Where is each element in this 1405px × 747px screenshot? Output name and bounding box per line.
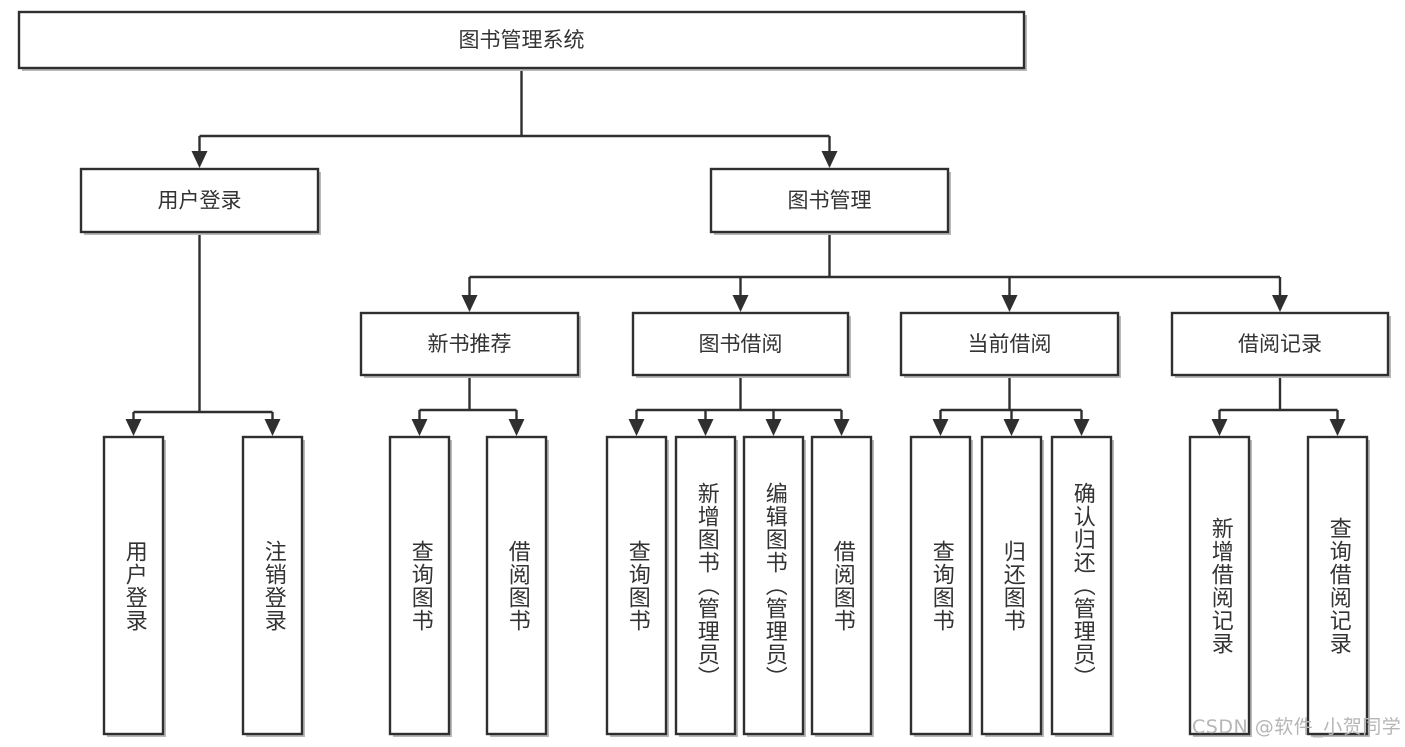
- watermark-text: CSDN @软件_小贺同学: [1192, 716, 1402, 738]
- arrow-head-icon: [1001, 295, 1018, 312]
- node-label-new-book-rec: 新书推荐: [428, 332, 512, 356]
- arrow-head-icon: [411, 419, 428, 436]
- node-box-leaf-query-book-current[interactable]: [909, 435, 972, 736]
- node-box-leaf-query-book-rec[interactable]: [388, 435, 451, 736]
- arrow-head-icon: [1272, 295, 1288, 312]
- node-box-leaf-edit-book[interactable]: [742, 435, 805, 736]
- arrow-head-icon: [765, 419, 782, 436]
- arrow-head-icon: [628, 419, 645, 436]
- node-box-root[interactable]: [17, 10, 1026, 70]
- arrow-head-icon: [125, 419, 142, 436]
- node-label-root: 图书管理系统: [459, 28, 585, 52]
- node-box-leaf-confirm-return[interactable]: [1050, 435, 1113, 736]
- node-box-book-manage[interactable]: [709, 167, 950, 234]
- arrow-head-icon: [932, 419, 949, 436]
- arrow-head-icon: [191, 151, 208, 168]
- arrow-head-icon: [264, 419, 281, 436]
- arrow-head-icon: [821, 151, 838, 168]
- node-box-book-borrow[interactable]: [631, 311, 850, 377]
- node-box-leaf-borrow-book[interactable]: [810, 435, 873, 736]
- arrow-head-icon: [732, 295, 749, 312]
- node-box-leaf-user-login[interactable]: [102, 435, 165, 736]
- arrow-head-icon: [697, 419, 714, 436]
- arrow-head-icon: [508, 419, 525, 436]
- node-box-user-login[interactable]: [79, 167, 320, 234]
- node-label-current-borrow: 当前借阅: [968, 332, 1052, 356]
- node-box-current-borrow[interactable]: [899, 311, 1120, 377]
- node-box-leaf-query-record[interactable]: [1306, 435, 1369, 736]
- arrow-head-icon: [1003, 419, 1020, 436]
- arrow-head-icon: [833, 419, 850, 436]
- node-box-leaf-logout[interactable]: [241, 435, 304, 736]
- arrow-head-icon: [461, 295, 478, 312]
- node-box-leaf-add-record[interactable]: [1188, 435, 1251, 736]
- node-box-leaf-add-book[interactable]: [674, 435, 737, 736]
- arrow-head-icon: [1073, 419, 1090, 436]
- node-label-user-login: 用户登录: [158, 189, 242, 213]
- arrow-head-icon: [1211, 419, 1228, 436]
- node-box-leaf-return-book[interactable]: [980, 435, 1043, 736]
- node-box-leaf-borrow-book-rec[interactable]: [485, 435, 548, 736]
- node-label-book-borrow: 图书借阅: [699, 332, 783, 356]
- node-box-borrow-record[interactable]: [1170, 311, 1390, 377]
- node-label-borrow-record: 借阅记录: [1238, 332, 1322, 356]
- node-label-book-manage: 图书管理: [788, 189, 872, 213]
- node-box-new-book-rec[interactable]: [359, 311, 580, 377]
- connector-layer: [125, 68, 1346, 436]
- node-box-leaf-query-book-borrow[interactable]: [605, 435, 668, 736]
- arrow-head-icon: [1329, 419, 1346, 436]
